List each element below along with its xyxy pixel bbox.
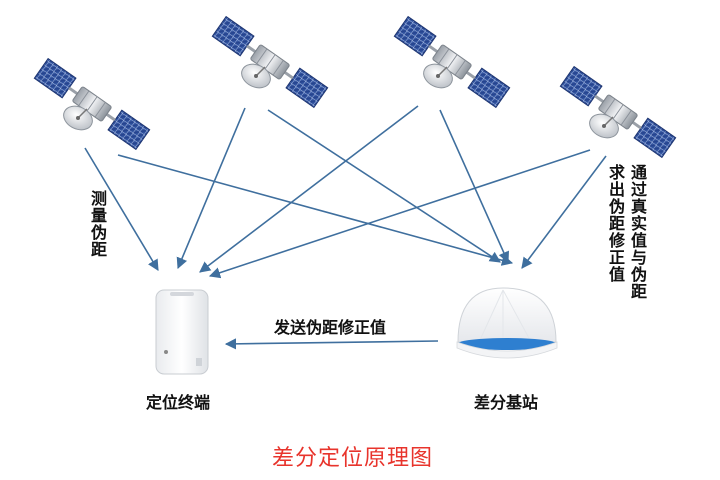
compute-correction-label-line1: 通过真实值与伪距 (628, 164, 647, 300)
diagram-title: 差分定位原理图 (272, 446, 434, 471)
satellite-icon (211, 15, 329, 109)
base-station-dome-icon (456, 287, 558, 359)
satellite-icon (393, 15, 511, 109)
correction-arrow (224, 338, 439, 350)
signal-arrow (208, 149, 591, 279)
signal-arrow (267, 109, 501, 263)
base-station-label: 差分基站 (474, 393, 539, 412)
signal-arrow (439, 109, 509, 264)
signal-arrows (84, 105, 607, 279)
signal-arrow (117, 154, 514, 266)
satellite-icon (33, 57, 151, 151)
signal-arrow (84, 147, 159, 271)
send-correction-label: 发送伪距修正值 (274, 318, 387, 337)
positioning-terminal-icon (155, 289, 209, 375)
compute-correction-label-line2: 求出伪距修正值 (606, 164, 625, 283)
signal-arrow (199, 105, 419, 273)
satellite-icon (559, 65, 677, 159)
measure-pseudorange-label: 测量伪距 (88, 190, 107, 258)
terminal-label: 定位终端 (146, 393, 211, 412)
signal-arrow (176, 107, 246, 270)
signal-arrow (521, 155, 607, 269)
